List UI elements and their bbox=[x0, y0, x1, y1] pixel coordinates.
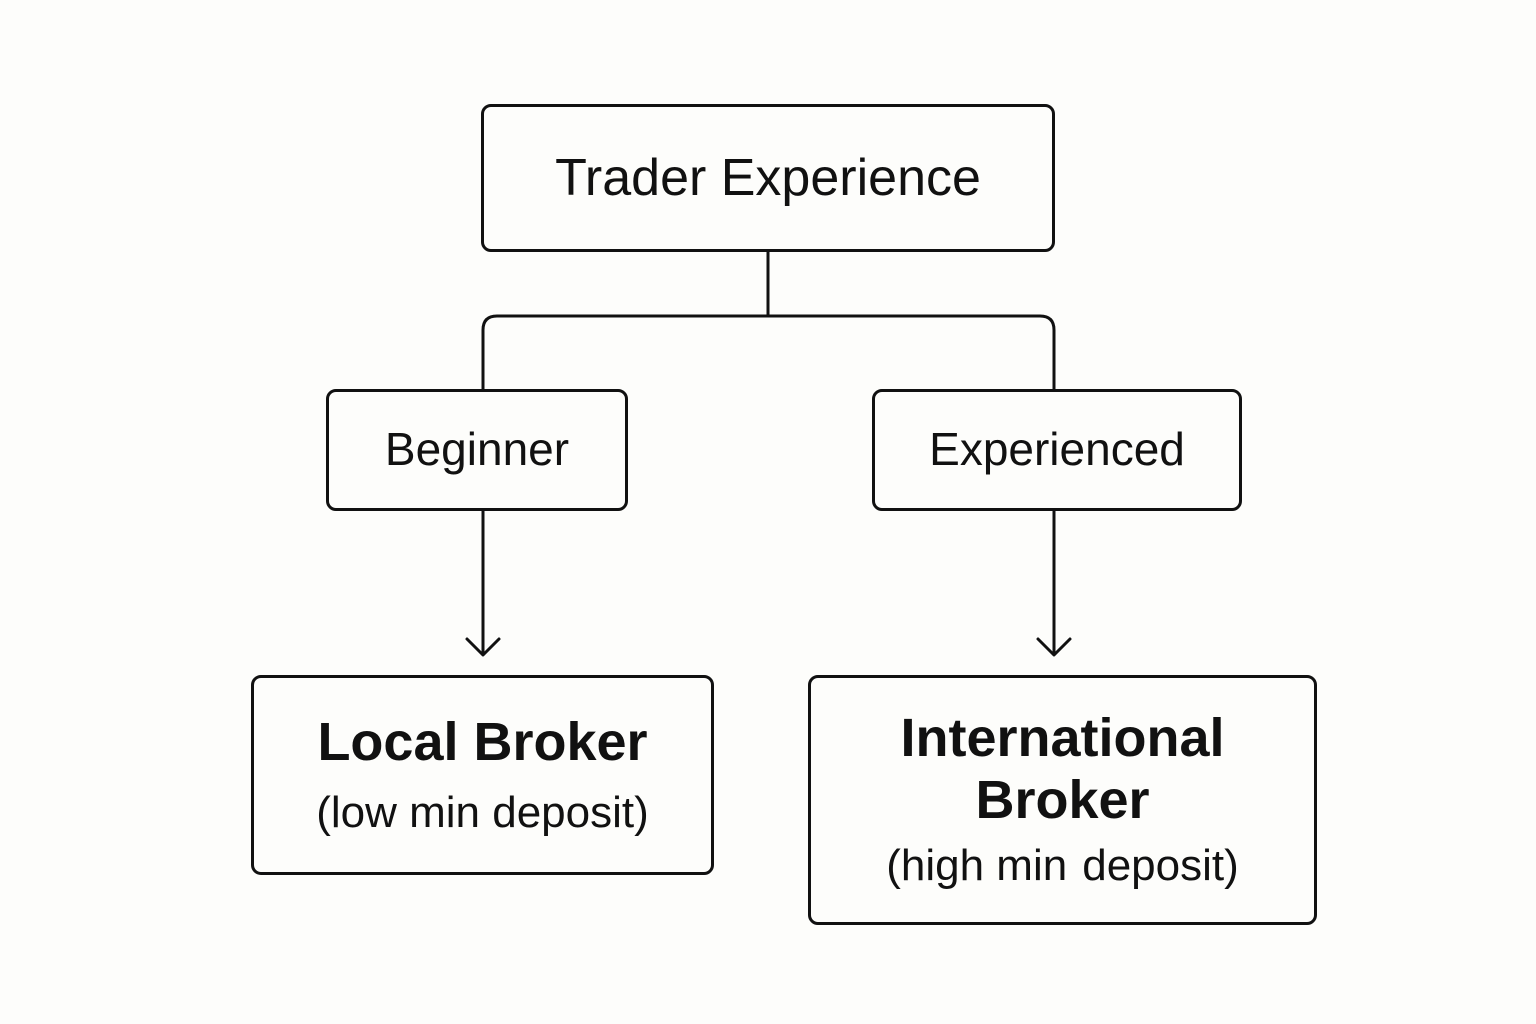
node-international-broker-line2: Broker (high min bbox=[841, 769, 1284, 892]
node-international-broker: International Broker (high min deposit) bbox=[808, 675, 1317, 925]
node-international-broker-text: International Broker (high min deposit) bbox=[841, 707, 1284, 893]
node-local-broker-note: (low min deposit) bbox=[316, 788, 649, 837]
arrowhead-local-icon bbox=[465, 637, 501, 657]
node-international-broker-note-line1: (high min bbox=[886, 841, 1068, 891]
node-beginner: Beginner bbox=[326, 389, 628, 511]
node-trader-experience: Trader Experience bbox=[481, 104, 1055, 252]
node-local-broker: Local Broker (low min deposit) bbox=[251, 675, 714, 875]
node-international-broker-note-line2: deposit) bbox=[1082, 841, 1239, 891]
node-international-broker-title: International bbox=[900, 707, 1225, 768]
node-experienced: Experienced bbox=[872, 389, 1242, 511]
node-experienced-label: Experienced bbox=[929, 423, 1185, 476]
node-international-broker-title-line2: Broker bbox=[975, 769, 1150, 830]
arrowhead-international-icon bbox=[1036, 637, 1072, 657]
node-trader-experience-label: Trader Experience bbox=[555, 148, 981, 207]
node-beginner-label: Beginner bbox=[384, 423, 570, 476]
edge-root-branches bbox=[481, 314, 1056, 389]
node-local-broker-title: Local Broker bbox=[317, 712, 648, 773]
